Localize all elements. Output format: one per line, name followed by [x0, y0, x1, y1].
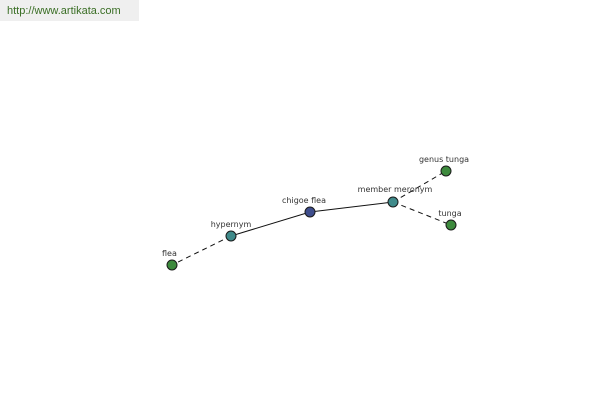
- nodes-layer: flea hypernym chigoe flea member meronym gen…: [162, 155, 469, 271]
- edge-chigoe-flea-to-member-meronym: [309, 201, 394, 213]
- node-circle-member-meronym[interactable]: [387, 196, 399, 208]
- node-circle-flea[interactable]: [166, 259, 178, 271]
- site-url-link[interactable]: http://www.artikata.com: [7, 5, 121, 17]
- node-label-genus-tunga[interactable]: genus tunga: [419, 155, 469, 164]
- node-circle-genus-tunga[interactable]: [440, 165, 452, 177]
- node-label-chigoe-flea[interactable]: chigoe flea: [282, 196, 326, 205]
- node-hypernym[interactable]: hypernym: [211, 220, 252, 242]
- node-circle-tunga[interactable]: [445, 219, 457, 231]
- node-flea[interactable]: flea: [162, 249, 178, 271]
- node-label-member-meronym[interactable]: member meronym: [358, 185, 433, 194]
- edge-hypernym-to-flea: [171, 235, 232, 266]
- node-label-hypernym[interactable]: hypernym: [211, 220, 252, 229]
- edge-member-meronym-to-genus-tunga: [392, 170, 447, 203]
- edge-member-meronym-to-tunga: [392, 201, 452, 226]
- node-tunga[interactable]: tunga: [438, 209, 462, 231]
- node-chigoe-flea[interactable]: chigoe flea: [282, 196, 326, 218]
- node-label-flea[interactable]: flea: [162, 249, 177, 258]
- node-circle-chigoe-flea[interactable]: [304, 206, 316, 218]
- edges-layer: [171, 170, 452, 266]
- node-label-tunga[interactable]: tunga: [438, 209, 461, 218]
- edge-chigoe-flea-to-hypernym: [230, 211, 311, 237]
- node-genus-tunga[interactable]: genus tunga: [419, 155, 469, 177]
- node-member-meronym[interactable]: member meronym: [358, 185, 433, 208]
- url-banner: http://www.artikata.com: [0, 0, 139, 21]
- node-circle-hypernym[interactable]: [225, 230, 237, 242]
